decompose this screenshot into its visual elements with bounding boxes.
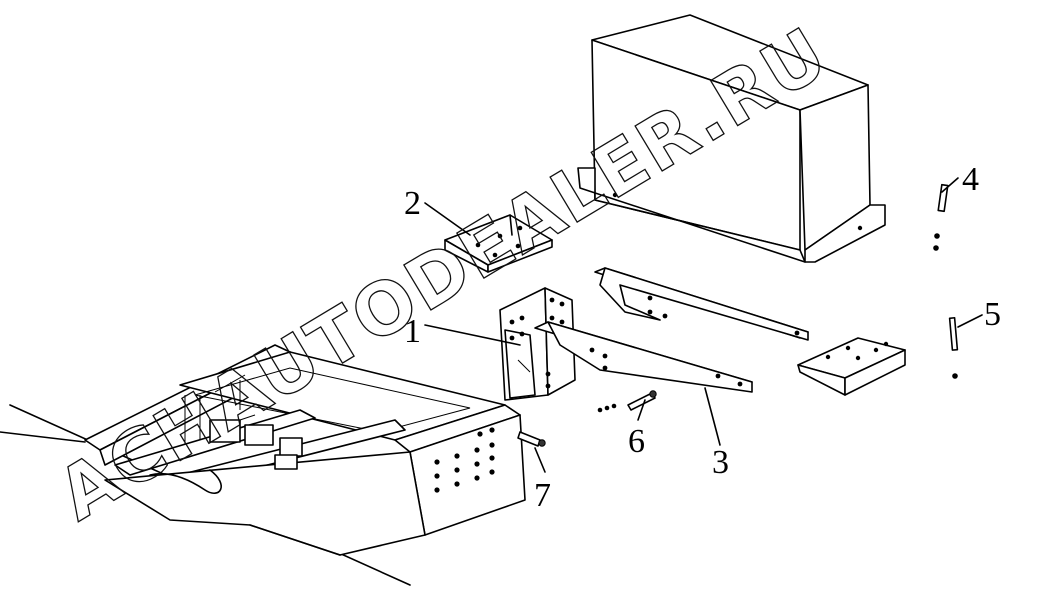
chassis-frame (0, 344, 526, 586)
battery-box (577, 14, 886, 263)
callout-7: 7 (534, 477, 551, 514)
callout-numbers: 1 2 3 4 5 6 7 (404, 161, 1001, 514)
part-3-support-arms (534, 267, 809, 393)
callout-3: 3 (712, 444, 729, 481)
callout-2: 2 (404, 185, 421, 222)
leader-lines (424, 177, 983, 473)
frame-holes (434, 427, 495, 493)
callout-1: 1 (404, 313, 421, 350)
bolt-part-5 (948, 316, 959, 379)
callout-6: 6 (628, 423, 645, 460)
bolt-part-4 (933, 183, 949, 251)
callout-4: 4 (962, 161, 979, 198)
callout-5: 5 (984, 296, 1001, 333)
bolt-part-7 (517, 431, 546, 447)
part-5-plate (797, 337, 906, 396)
part-2-plate (444, 214, 553, 273)
bolt-part-6 (597, 390, 657, 413)
